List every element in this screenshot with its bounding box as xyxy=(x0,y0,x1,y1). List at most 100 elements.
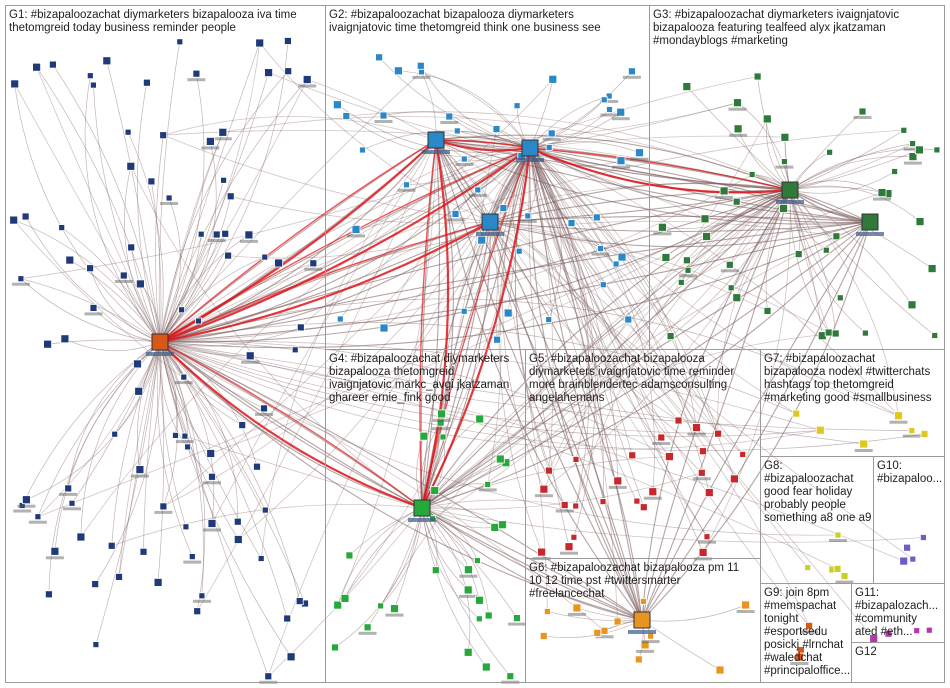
node xyxy=(417,68,425,76)
node xyxy=(224,251,233,260)
edge xyxy=(421,507,924,543)
edge xyxy=(337,139,437,606)
node xyxy=(257,555,265,562)
node xyxy=(877,188,887,198)
edge xyxy=(514,147,550,471)
node xyxy=(68,499,76,507)
edge xyxy=(159,341,266,511)
edge xyxy=(155,135,164,343)
edge xyxy=(124,166,161,343)
group-label-g10: G10: #bizapaloo... xyxy=(877,460,943,485)
edge xyxy=(344,507,423,599)
node-label-mark xyxy=(459,594,478,598)
node xyxy=(832,232,841,241)
node xyxy=(779,203,788,213)
edge-hub xyxy=(641,189,791,621)
node xyxy=(475,595,484,605)
edge-hub xyxy=(435,139,643,621)
edge xyxy=(159,341,904,562)
node-label-mark xyxy=(630,157,649,161)
edge xyxy=(94,341,161,585)
edge xyxy=(498,147,542,553)
node xyxy=(684,266,692,274)
node xyxy=(639,503,648,512)
edge xyxy=(789,156,913,191)
node xyxy=(86,264,94,273)
edge xyxy=(159,341,215,524)
edge xyxy=(159,341,204,596)
node-label-mark xyxy=(255,412,273,416)
edge-hub xyxy=(421,189,791,509)
edge-hub xyxy=(641,189,791,621)
edge xyxy=(529,147,596,538)
node-label-mark xyxy=(239,239,258,243)
node xyxy=(475,615,483,623)
node-label-mark xyxy=(28,520,47,524)
edge xyxy=(64,338,161,352)
node xyxy=(570,533,578,541)
node xyxy=(826,148,833,156)
node xyxy=(481,662,491,672)
edge-hub xyxy=(421,507,643,621)
node xyxy=(900,126,908,134)
node xyxy=(10,79,20,89)
node xyxy=(245,351,255,361)
node-label-mark xyxy=(622,75,641,79)
edge xyxy=(159,341,178,436)
edge xyxy=(159,341,912,431)
edge xyxy=(529,147,703,474)
node xyxy=(60,334,70,344)
node xyxy=(34,513,42,521)
node-label-mark xyxy=(873,197,891,201)
node xyxy=(375,53,384,62)
edge xyxy=(127,132,164,343)
node xyxy=(64,484,73,493)
edge xyxy=(159,234,250,343)
node xyxy=(445,112,454,121)
node xyxy=(927,264,937,274)
edge-hub xyxy=(421,221,491,509)
edge xyxy=(421,333,836,509)
edge xyxy=(489,221,914,560)
edge xyxy=(529,147,629,320)
node xyxy=(475,414,485,424)
node xyxy=(862,329,869,337)
node xyxy=(635,148,644,158)
edge xyxy=(529,147,743,455)
node xyxy=(909,140,916,148)
edge-hub xyxy=(435,139,871,223)
node xyxy=(834,531,842,539)
edge xyxy=(159,341,821,450)
node xyxy=(474,186,482,194)
node xyxy=(858,107,867,116)
node xyxy=(697,468,706,477)
edge xyxy=(159,256,265,343)
node xyxy=(142,78,151,87)
edge-hub xyxy=(641,221,871,621)
node xyxy=(762,114,772,124)
node-label-mark xyxy=(347,234,365,238)
edge xyxy=(789,189,837,334)
node xyxy=(613,476,623,486)
edge-hub xyxy=(489,221,871,248)
node xyxy=(253,462,261,471)
node xyxy=(291,346,299,354)
node xyxy=(730,474,739,484)
edge-hub xyxy=(421,221,871,509)
node xyxy=(206,449,216,458)
node xyxy=(484,611,493,620)
node xyxy=(463,585,473,595)
node xyxy=(891,168,898,175)
edge xyxy=(421,118,768,509)
node xyxy=(238,421,247,430)
edge-highlight xyxy=(435,139,531,149)
node xyxy=(628,67,636,76)
node xyxy=(133,359,142,369)
node xyxy=(493,335,502,344)
edge xyxy=(489,221,719,434)
node-label-mark xyxy=(174,381,193,385)
group-label-g11: G11: #bizapalozach... #community ated #e… xyxy=(855,587,939,638)
edge xyxy=(159,132,224,343)
node xyxy=(283,37,292,45)
node xyxy=(379,111,388,120)
